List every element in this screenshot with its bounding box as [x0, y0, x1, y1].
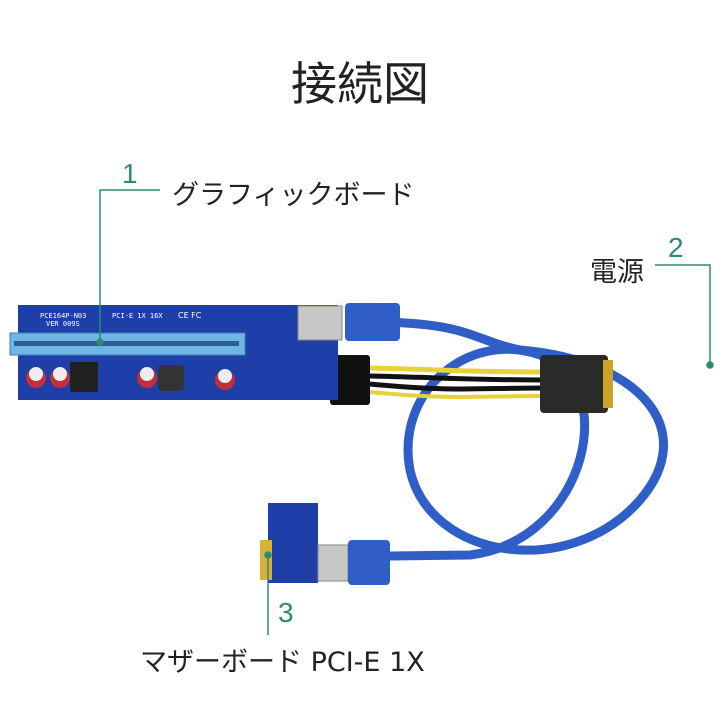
board-model: PCE164P-N03 [40, 312, 86, 320]
page-title: 接続図 [291, 57, 429, 111]
sata-connector [540, 355, 608, 413]
callout-line-1 [99, 189, 160, 342]
callout-number-3: 3 [278, 597, 294, 628]
callout-number-2: 2 [668, 232, 684, 263]
board-marks: CE FC [178, 311, 202, 320]
usb-port [297, 305, 343, 341]
usb-plug [345, 303, 400, 341]
power-cable [369, 365, 546, 399]
pcie-6pin-connector [330, 355, 370, 405]
callout-number-1: 1 [122, 158, 138, 189]
pcie-1x-adapter [268, 503, 318, 583]
board-spec: PCI-E 1X 16X [112, 312, 163, 320]
callout-line-2 [655, 264, 711, 365]
board-version: VER 009S [46, 320, 80, 328]
usb-cable [349, 317, 669, 561]
callout-label-graphics-card: グラフィックボード [172, 180, 415, 211]
callout-label-power: 電源 [590, 257, 644, 288]
callout-label-motherboard: マザーボード PCI-E 1X [140, 647, 425, 678]
